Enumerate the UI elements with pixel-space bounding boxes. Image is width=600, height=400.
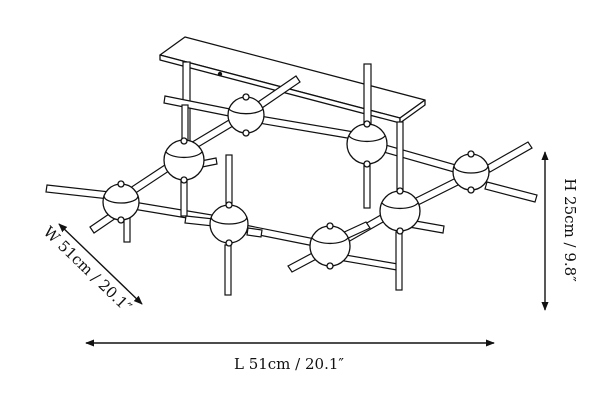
mount-screw-icon bbox=[217, 71, 223, 77]
width-dimension-line bbox=[58, 223, 143, 305]
frame-bars bbox=[117, 110, 475, 271]
globe-sphere bbox=[209, 201, 249, 247]
globe-sphere bbox=[379, 187, 421, 235]
globe-sphere bbox=[102, 180, 140, 224]
globe-sphere bbox=[346, 120, 388, 168]
globe-spheres bbox=[102, 93, 490, 270]
width-label: W 51cm / 20.1″ bbox=[40, 223, 136, 316]
length-label: L 51cm / 20.1″ bbox=[234, 355, 344, 373]
dimension-lines bbox=[58, 151, 549, 347]
globe-sphere bbox=[163, 137, 205, 184]
height-label: H 25cm / 9.8″ bbox=[561, 178, 579, 282]
globe-sphere bbox=[452, 150, 490, 194]
globe-sphere bbox=[227, 93, 265, 137]
globe-sphere bbox=[309, 222, 351, 270]
